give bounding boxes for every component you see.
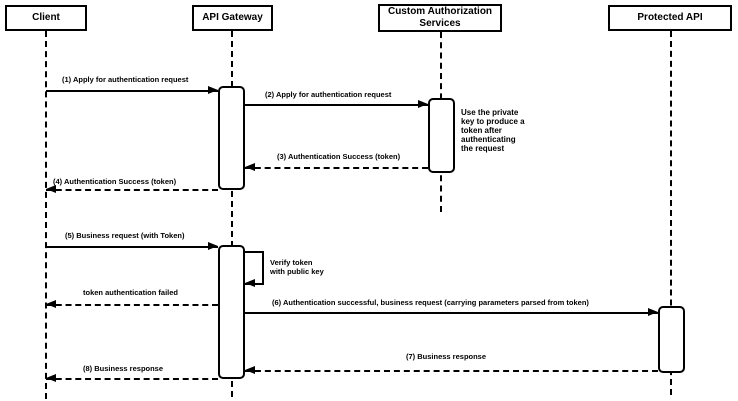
message-label-9: (8) Business response xyxy=(83,364,164,373)
self-message-label-line: with public key xyxy=(270,267,324,276)
lifeline-api-gateway xyxy=(231,31,233,397)
message-line-4 xyxy=(46,189,218,191)
self-message-label-line: Verify token xyxy=(270,258,313,267)
message-arrowhead-9 xyxy=(46,374,56,382)
self-message-arrowhead xyxy=(245,279,255,287)
note-text-line: key to produce a xyxy=(461,117,525,126)
message-arrowhead-7 xyxy=(648,308,658,316)
message-line-7 xyxy=(245,312,658,314)
note-text-line: authenticating xyxy=(461,135,516,144)
message-label-1: (1) Apply for authentication request xyxy=(62,75,189,84)
activation-bar-api-gateway xyxy=(218,86,245,190)
message-line-9 xyxy=(46,378,218,380)
message-arrowhead-4 xyxy=(46,185,56,193)
actor-box-custom-authorization-services: Custom Authorization Services xyxy=(378,4,502,32)
message-label-8: (7) Business response xyxy=(406,352,487,361)
message-label-3: (3) Authentication Success (token) xyxy=(277,152,401,161)
actor-box-client: Client xyxy=(5,5,87,31)
activation-bar-protected-api xyxy=(658,306,685,373)
actor-label-custom-authorization-services: Custom Authorization Services xyxy=(387,6,493,29)
actor-label-protected-api: Protected API xyxy=(637,12,703,23)
message-line-5 xyxy=(46,246,218,248)
activation-bar-custom-authorization-services xyxy=(428,98,455,173)
actor-box-protected-api: Protected API xyxy=(608,5,732,31)
message-arrowhead-1 xyxy=(208,86,218,94)
message-line-6 xyxy=(46,304,218,306)
message-line-1 xyxy=(46,90,218,92)
message-arrowhead-6 xyxy=(46,300,56,308)
message-label-2: (2) Apply for authentication request xyxy=(265,90,392,99)
message-line-3 xyxy=(245,167,428,169)
message-arrowhead-5 xyxy=(208,242,218,250)
message-arrowhead-3 xyxy=(245,163,255,171)
message-label-4: (4) Authentication Success (token) xyxy=(53,177,177,186)
note-text-line: the request xyxy=(461,144,505,153)
actor-label-client: Client xyxy=(32,12,60,23)
message-label-7: (6) Authentication successful, business … xyxy=(272,298,589,307)
message-arrowhead-8 xyxy=(245,366,255,374)
actor-box-api-gateway: API Gateway xyxy=(192,5,273,31)
message-arrowhead-2 xyxy=(418,100,428,108)
activation-bar-api-gateway xyxy=(218,245,245,379)
lifeline-client xyxy=(45,31,47,399)
message-line-2 xyxy=(245,104,428,106)
message-line-8 xyxy=(245,370,658,372)
actor-label-api-gateway: API Gateway xyxy=(202,12,263,23)
message-label-5: (5) Business request (with Token) xyxy=(65,231,185,240)
message-label-6: token authentication failed xyxy=(83,288,179,297)
note-text-line: Use the private xyxy=(461,108,519,117)
note-text-line: token after xyxy=(461,126,502,135)
lifeline-protected-api xyxy=(670,31,672,395)
